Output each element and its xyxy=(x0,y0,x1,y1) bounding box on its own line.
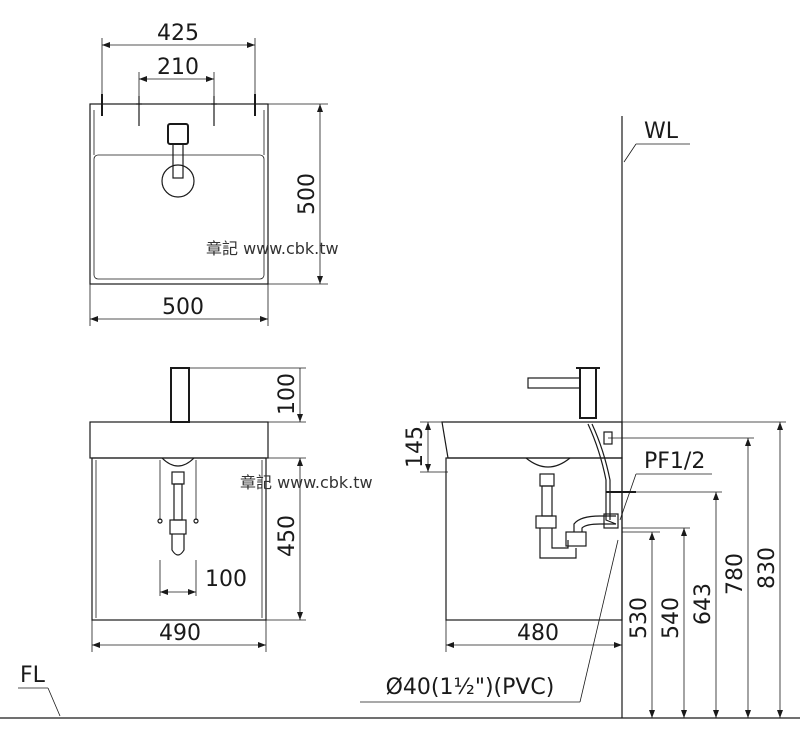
top-view: 425 210 500 500 xyxy=(89,21,328,326)
dim-643: 643 xyxy=(691,583,716,625)
drain-trap-front-icon xyxy=(157,457,199,556)
drain-trap-side-icon xyxy=(525,457,619,559)
watermark: 章記 www.cbk.tw xyxy=(206,239,339,258)
label-wl: WL xyxy=(644,119,679,144)
watermark-2: 章記 www.cbk.tw xyxy=(240,473,373,492)
faucet-top-icon xyxy=(161,123,195,198)
mounting-bolt-icon xyxy=(101,94,256,126)
front-basin xyxy=(89,421,269,459)
dim-780: 780 xyxy=(723,553,748,595)
label-drain-pvc: Ø40(1½")(PVC) xyxy=(386,675,555,700)
faucet-front-icon xyxy=(170,367,190,423)
dim-530: 530 xyxy=(627,597,652,639)
dim-490: 490 xyxy=(159,621,201,646)
faucet-side-icon xyxy=(527,367,600,419)
top-view-basin-inner xyxy=(93,154,265,280)
side-view: WL PF1/2 xyxy=(360,116,786,718)
dim-145: 145 xyxy=(403,426,428,468)
dim-100-faucet: 100 xyxy=(275,373,300,415)
dim-480: 480 xyxy=(517,621,559,646)
height-dimensions: 530 540 643 780 830 xyxy=(616,421,786,718)
dim-540: 540 xyxy=(659,597,684,639)
label-pf12: PF1/2 xyxy=(644,449,705,474)
dim-830: 830 xyxy=(755,547,780,589)
dim-100-trap: 100 xyxy=(205,567,247,592)
dim-425: 425 xyxy=(157,21,199,46)
side-cabinet xyxy=(445,457,623,621)
dim-500-vertical: 500 xyxy=(295,173,320,215)
top-view-basin-outline xyxy=(89,103,269,285)
label-fl: FL xyxy=(20,663,46,688)
dim-210: 210 xyxy=(157,55,199,80)
dim-450: 450 xyxy=(275,515,300,557)
dim-500-horizontal: 500 xyxy=(162,295,204,320)
front-view: 100 100 450 490 xyxy=(89,367,306,652)
front-cabinet xyxy=(91,457,267,621)
